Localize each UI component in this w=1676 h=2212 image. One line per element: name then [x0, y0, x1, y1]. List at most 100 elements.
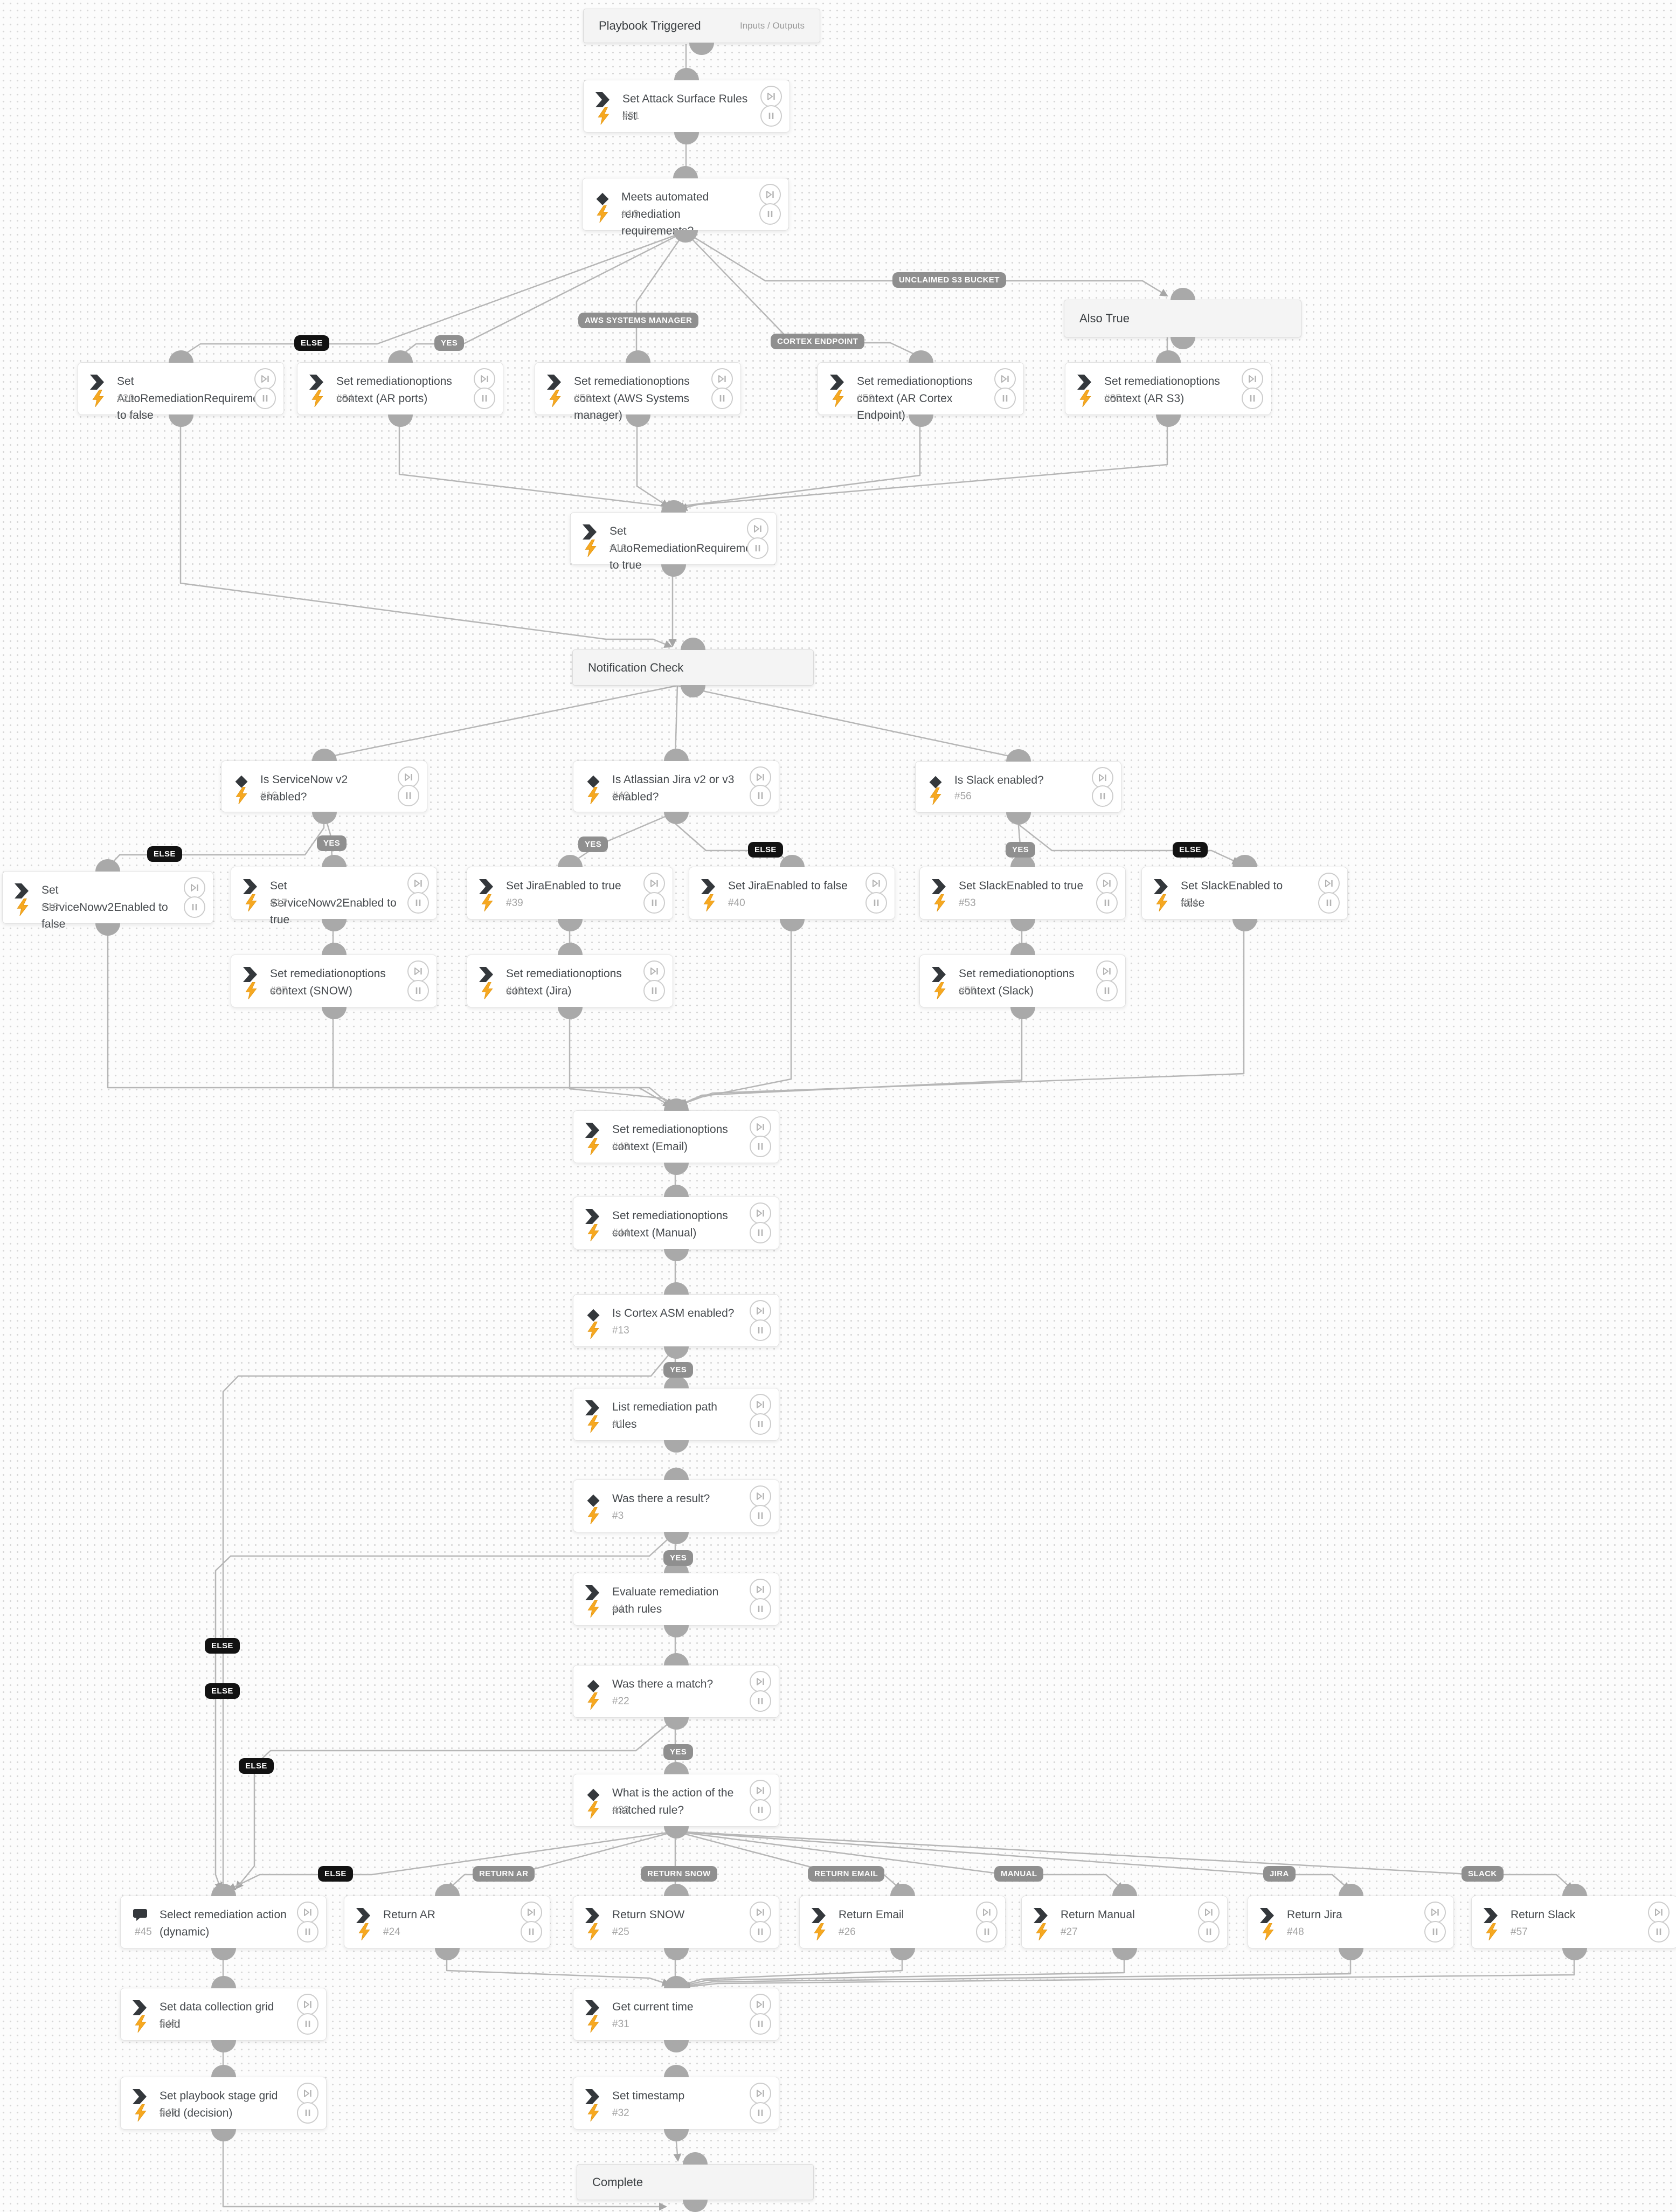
output-port[interactable] — [95, 923, 120, 936]
pause-icon[interactable] — [750, 2013, 771, 2035]
pause-icon[interactable] — [711, 388, 733, 409]
task-node-22[interactable]: ◆Was there a match?#22 — [573, 1653, 779, 1730]
task-node-34[interactable]: Set remediationoptions context (AR ports… — [297, 350, 503, 427]
pause-icon[interactable] — [1198, 1921, 1220, 1943]
task-node-35[interactable]: Set remediationoptions context (AR S3)#3… — [1065, 350, 1271, 427]
run-from-here-icon[interactable] — [994, 368, 1016, 390]
pause-icon[interactable] — [750, 785, 771, 806]
pause-icon[interactable] — [1242, 388, 1263, 409]
output-port[interactable] — [211, 2040, 236, 2052]
section-header-also-true[interactable]: Also True — [1064, 288, 1301, 349]
output-port[interactable] — [321, 1007, 347, 1019]
input-port[interactable] — [663, 1468, 689, 1480]
pause-icon[interactable] — [759, 203, 781, 225]
output-port[interactable] — [1155, 414, 1181, 427]
output-port[interactable] — [168, 414, 193, 427]
task-node-58[interactable]: Set remediationoptions context (AWS Syst… — [535, 350, 741, 427]
task-node-47[interactable]: Set playbook stage grid field (decision)… — [120, 2065, 327, 2141]
run-from-here-icon[interactable] — [1648, 1902, 1670, 1923]
output-port[interactable] — [908, 414, 933, 427]
task-node-46[interactable]: Set data collection grid field#46 — [120, 1976, 327, 2052]
run-from-here-icon[interactable] — [184, 877, 205, 898]
run-from-here-icon[interactable] — [521, 1902, 542, 1923]
task-node-1[interactable]: List remediation path rules#1 — [573, 1376, 779, 1453]
pause-icon[interactable] — [994, 388, 1016, 409]
task-node-43[interactable]: Set remediationoptions context (Email)#4… — [573, 1098, 779, 1175]
run-from-here-icon[interactable] — [750, 1994, 771, 2015]
output-port[interactable] — [663, 1163, 689, 1175]
run-from-here-icon[interactable] — [865, 873, 887, 894]
pause-icon[interactable] — [750, 2102, 771, 2124]
pause-icon[interactable] — [184, 896, 205, 918]
pause-icon[interactable] — [521, 1921, 542, 1943]
pause-icon[interactable] — [750, 1505, 771, 1526]
run-from-here-icon[interactable] — [750, 1202, 771, 1224]
pause-icon[interactable] — [643, 980, 665, 1001]
pause-icon[interactable] — [398, 785, 419, 806]
run-from-here-icon[interactable] — [1198, 1902, 1220, 1923]
task-node-55[interactable]: Set remediationoptions context (Slack)#5… — [919, 943, 1126, 1019]
run-from-here-icon[interactable] — [750, 1671, 771, 1692]
run-from-here-icon[interactable] — [747, 518, 768, 540]
task-node-25[interactable]: Return SNOW#25 — [573, 1884, 779, 1960]
output-port[interactable] — [387, 414, 413, 427]
output-port[interactable] — [1112, 1948, 1137, 1960]
output-port[interactable] — [681, 685, 705, 697]
pause-icon[interactable] — [747, 537, 768, 559]
output-port[interactable] — [321, 919, 347, 931]
input-port[interactable] — [681, 638, 705, 650]
run-from-here-icon[interactable] — [1318, 873, 1340, 894]
task-node-32[interactable]: Set timestamp#32 — [573, 2065, 779, 2141]
pause-icon[interactable] — [474, 388, 495, 409]
run-from-here-icon[interactable] — [750, 766, 771, 788]
pause-icon[interactable] — [750, 1690, 771, 1712]
task-node-20[interactable]: Set AutoRemediationRequirements to false… — [78, 350, 284, 427]
task-node-27[interactable]: Return Manual#27 — [1021, 1884, 1228, 1960]
run-from-here-icon[interactable] — [254, 368, 276, 390]
run-from-here-icon[interactable] — [750, 1116, 771, 1138]
task-node-45[interactable]: Select remediation action (dynamic)#45 — [120, 1884, 327, 1960]
inputs-outputs-link[interactable]: Inputs / Outputs — [739, 20, 805, 31]
task-node-48[interactable]: Return Jira#48 — [1248, 1884, 1454, 1960]
output-port[interactable] — [557, 919, 583, 931]
task-node-19[interactable]: Set AutoRemediationRequirements to true#… — [570, 500, 777, 577]
pause-icon[interactable] — [750, 1799, 771, 1821]
pause-icon[interactable] — [750, 1136, 771, 1157]
input-port[interactable] — [683, 2152, 708, 2165]
pause-icon[interactable] — [643, 892, 665, 914]
run-from-here-icon[interactable] — [1096, 960, 1118, 982]
pause-icon[interactable] — [1092, 785, 1113, 807]
run-from-here-icon[interactable] — [750, 1579, 771, 1600]
task-node-16[interactable]: ◆Is ServiceNow v2 enabled?#16 — [221, 749, 427, 824]
pause-icon[interactable] — [297, 2102, 318, 2124]
output-port[interactable] — [557, 1007, 583, 1019]
output-port[interactable] — [683, 2200, 708, 2212]
run-from-here-icon[interactable] — [1424, 1902, 1446, 1923]
output-port[interactable] — [1338, 1948, 1363, 1960]
task-node-40[interactable]: Set JiraEnabled to false#40 — [689, 855, 895, 931]
pause-icon[interactable] — [760, 105, 782, 127]
pause-icon[interactable] — [1318, 892, 1340, 914]
output-port[interactable] — [663, 1826, 689, 1838]
section-header-complete[interactable]: Complete — [577, 2152, 814, 2212]
task-node-42[interactable]: Set remediationoptions context (Jira)#42 — [467, 943, 673, 1019]
run-from-here-icon[interactable] — [976, 1902, 998, 1923]
output-port[interactable] — [663, 1249, 689, 1261]
run-from-here-icon[interactable] — [750, 1780, 771, 1801]
output-port[interactable] — [625, 414, 650, 427]
task-node-4[interactable]: Evaluate remediation path rules#4 — [573, 1561, 779, 1637]
output-port[interactable] — [663, 1625, 689, 1637]
task-node-57[interactable]: Return Slack#57 — [1471, 1884, 1676, 1960]
run-from-here-icon[interactable] — [398, 766, 419, 788]
run-from-here-icon[interactable] — [407, 960, 429, 982]
task-node-44[interactable]: Set remediationoptions context (Manual)#… — [573, 1185, 779, 1261]
pause-icon[interactable] — [254, 388, 276, 409]
output-port[interactable] — [673, 230, 698, 243]
output-port[interactable] — [689, 43, 714, 55]
task-node-26[interactable]: Return Email#26 — [799, 1884, 1006, 1960]
run-from-here-icon[interactable] — [1242, 368, 1263, 390]
output-port[interactable] — [663, 2040, 689, 2052]
task-node-24[interactable]: Return AR#24 — [344, 1884, 550, 1960]
pause-icon[interactable] — [976, 1921, 998, 1943]
